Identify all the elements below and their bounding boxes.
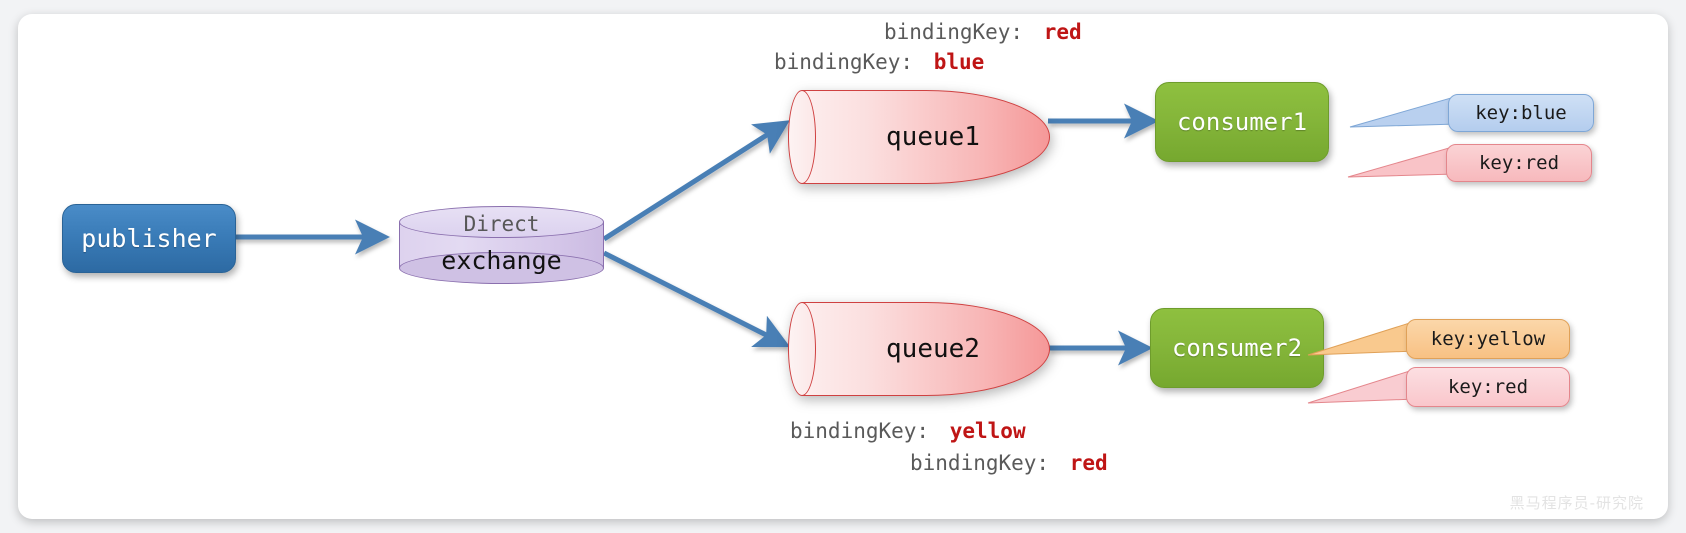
- callout-label: key:red: [1447, 376, 1529, 398]
- callout-label: key:blue: [1475, 102, 1567, 124]
- bindingkey-queue1-red: bindingKey: red: [884, 20, 1082, 44]
- bindingkey-queue2-red: bindingKey: red: [910, 451, 1108, 475]
- exchange-top-ellipse: [399, 206, 604, 238]
- callout-label: key:yellow: [1430, 328, 1546, 350]
- node-exchange[interactable]: Direct exchange: [399, 206, 604, 284]
- callout-label: key:red: [1478, 152, 1560, 174]
- bindingkey-value: blue: [933, 50, 985, 74]
- watermark: 黑马程序员-研究院: [1509, 494, 1644, 512]
- queue2-body: [802, 302, 1050, 396]
- callout-consumer1-key-red[interactable]: key:red: [1446, 144, 1592, 182]
- consumer1-label: consumer1: [1176, 108, 1308, 136]
- bindingkey-value: red: [1043, 20, 1082, 44]
- bindingkey-prefix: bindingKey:: [790, 419, 930, 443]
- node-queue2[interactable]: queue2: [788, 302, 1050, 396]
- diagram-canvas: publisher Direct exchange queue1 queue2 …: [18, 14, 1668, 519]
- exchange-type-label: Direct: [463, 212, 540, 236]
- publisher-label: publisher: [81, 224, 217, 253]
- exchange-label: exchange: [441, 246, 562, 275]
- node-consumer2[interactable]: consumer2: [1150, 308, 1324, 388]
- bindingkey-queue2-yellow: bindingKey: yellow: [790, 419, 1026, 443]
- queue1-cap-ellipse: [788, 90, 816, 184]
- queue2-cap-ellipse: [788, 302, 816, 396]
- queue2-label: queue2: [886, 334, 980, 364]
- bindingkey-prefix: bindingKey:: [910, 451, 1050, 475]
- bindingkey-prefix: bindingKey:: [884, 20, 1024, 44]
- node-consumer1[interactable]: consumer1: [1155, 82, 1329, 162]
- node-publisher[interactable]: publisher: [62, 204, 236, 273]
- consumer2-label: consumer2: [1171, 334, 1303, 362]
- queue1-label: queue1: [886, 122, 980, 152]
- callout-consumer2-key-yellow[interactable]: key:yellow: [1406, 319, 1570, 359]
- bindingkey-value: yellow: [949, 419, 1026, 443]
- node-queue1[interactable]: queue1: [788, 90, 1050, 184]
- queue1-body: [802, 90, 1050, 184]
- callout-tail-consumer1-blue: [1349, 95, 1458, 128]
- bindingkey-value: red: [1069, 451, 1108, 475]
- bindingkey-prefix: bindingKey:: [774, 50, 914, 74]
- arrow-exchange-to-queue2: [602, 250, 791, 348]
- arrow-exchange-to-queue1: [602, 120, 790, 242]
- callout-consumer2-key-red[interactable]: key:red: [1406, 367, 1570, 407]
- callout-consumer1-key-blue[interactable]: key:blue: [1448, 94, 1594, 132]
- bindingkey-queue1-blue: bindingKey: blue: [774, 50, 984, 74]
- callout-tail-consumer1-red: [1347, 145, 1456, 178]
- exchange-bottom-ellipse: [399, 252, 604, 284]
